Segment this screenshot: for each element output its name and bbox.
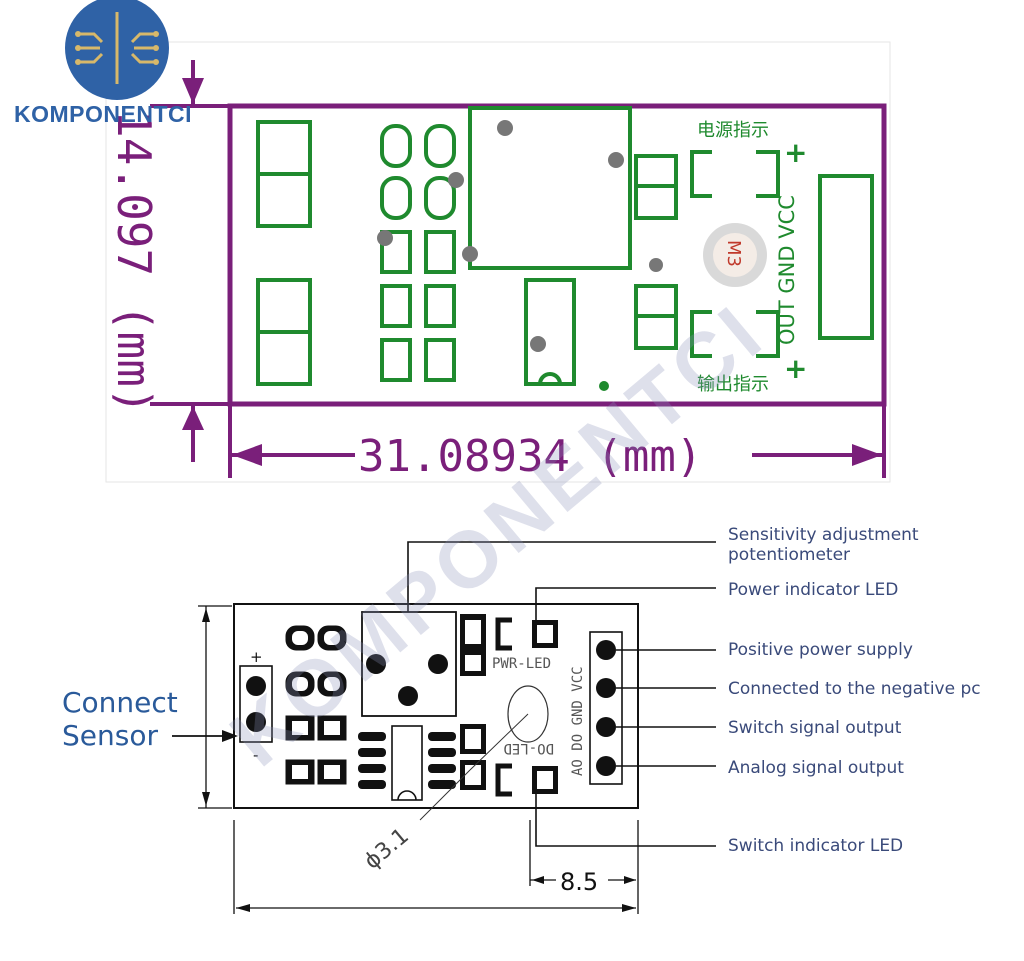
smd-small-pads (634, 154, 678, 350)
pin-silk: AO DO GND VCC (570, 666, 586, 776)
minus-sign: - (253, 746, 258, 764)
do-led (495, 763, 558, 797)
potentiometer-pins (377, 120, 624, 262)
output-pin-header (589, 631, 623, 785)
potentiometer-footprint (468, 106, 632, 270)
height-dimension (150, 60, 230, 462)
output-led-label: 输出指示 (697, 374, 769, 395)
bottom-pcb-drawing: + - Connect Sensor (62, 525, 981, 914)
callout-labels: Sensitivity adjustment potentiometer Pow… (728, 525, 981, 856)
do-led-silk: DO-LED (503, 740, 554, 756)
callout-gnd: Connected to the negative pc (728, 679, 981, 699)
logo-brand-text: KOMPONENTCI (14, 101, 192, 127)
connect-sensor-label-line1: Connect (62, 686, 178, 719)
callout-leaders (407, 541, 716, 847)
comparator-ic (358, 725, 456, 801)
height-dimension-label: 14.097 (mm) (107, 110, 161, 415)
smd-footprints-column (380, 124, 456, 382)
width-dimension (228, 404, 886, 478)
dimension-8-5: 8.5 (560, 868, 598, 896)
hole-diameter-label: ϕ3.1 (360, 824, 414, 875)
plus-bottom-label: + (784, 352, 807, 385)
plus-sign: + (250, 648, 263, 666)
brand-logo: KOMPONENTCI (14, 0, 192, 127)
callout-switch-led: Switch indicator LED (728, 836, 903, 856)
watermark: KOMPONENTCI (214, 287, 781, 783)
pin-header-footprint (818, 174, 874, 340)
pwr-led (495, 617, 558, 651)
callout-vcc: Positive power supply (728, 640, 913, 660)
module-board-outline (233, 603, 639, 809)
callout-potentiometer-line2: potentiometer (728, 545, 850, 565)
resistor-footprints-left (256, 120, 312, 386)
pwr-led-silk: PWR-LED (492, 656, 551, 672)
callout-potentiometer-line1: Sensitivity adjustment (728, 525, 919, 545)
connect-sensor-label-line2: Sensor (62, 719, 158, 752)
ic-footprint (524, 278, 576, 386)
width-dimension-label: 31.08934 (mm) (358, 431, 702, 482)
callout-do: Switch signal output (728, 718, 902, 738)
potentiometer (361, 611, 457, 717)
top-pcb-drawing: 14.097 (mm) 31.08934 (mm) (105, 41, 891, 483)
output-led-footprint (690, 310, 780, 358)
callout-power-led: Power indicator LED (728, 580, 898, 600)
power-led-footprint (690, 150, 780, 198)
pin-labels: OUT GND VCC (775, 195, 799, 345)
mounting-hole (507, 685, 549, 743)
sensor-header (239, 665, 273, 743)
callout-ao: Analog signal output (728, 758, 904, 778)
plus-top-label: + (784, 136, 807, 169)
mount-hole-label: M3 (723, 240, 744, 267)
power-led-label: 电源指示 (697, 120, 769, 141)
